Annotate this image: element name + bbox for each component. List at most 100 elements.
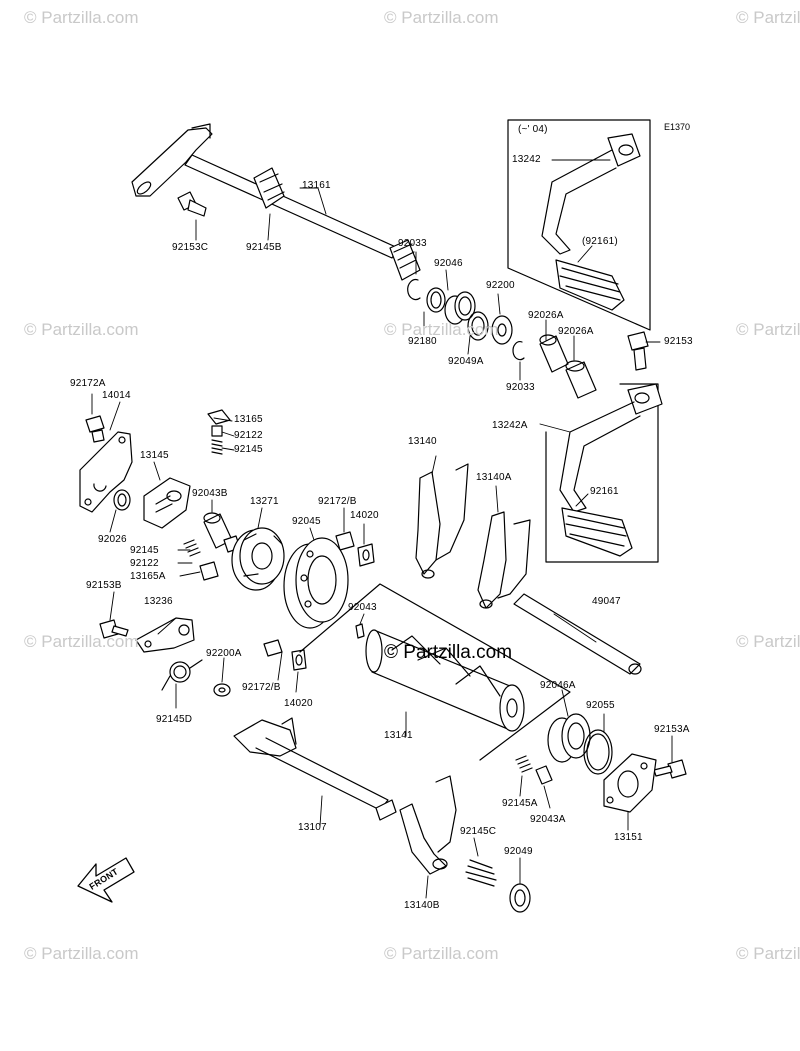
callout-13140A[interactable]: 13140A	[476, 472, 512, 483]
callout-92200A[interactable]: 92200A	[206, 648, 242, 659]
watermark-top-right: © Partzilla.com	[736, 8, 800, 27]
oil-seal-92049A	[467, 311, 489, 341]
shift-lever-13236	[135, 617, 195, 653]
callout-92055[interactable]: 92055	[586, 700, 615, 711]
callout-92145A[interactable]: 92145A	[502, 798, 538, 809]
collar-92026	[113, 489, 131, 511]
callout-92122-upper[interactable]: 92122	[234, 430, 263, 441]
bearing-92046A	[547, 713, 591, 763]
shift-fork-13140	[415, 463, 469, 579]
callout-13140B[interactable]: 13140B	[404, 900, 440, 911]
watermark-mid-center: © Partzilla.com	[384, 320, 499, 339]
callout-92046[interactable]: 92046	[434, 258, 463, 269]
shift-pedal-13242	[541, 133, 641, 311]
callout-13145[interactable]: 13145	[140, 450, 169, 461]
callout-92033-lower[interactable]: 92033	[506, 382, 535, 393]
callout-92145-lower[interactable]: 92145	[130, 545, 159, 556]
callout-92043B[interactable]: 92043B	[192, 488, 228, 499]
callout-92026A-1[interactable]: 92026A	[528, 310, 564, 321]
drum-box-13141	[299, 583, 571, 761]
bearing-92046	[444, 291, 476, 325]
watermark-bottom-right: © Partzilla.com	[736, 944, 800, 963]
washer-92200	[491, 315, 513, 345]
callout-13161[interactable]: 13161	[302, 180, 331, 191]
watermark-lower-left: © Partzilla.com	[24, 632, 139, 651]
shift-pedal-13242A	[559, 383, 663, 557]
callout-13165A[interactable]: 13165A	[130, 571, 166, 582]
fork-shaft-49047	[513, 593, 642, 675]
circlip-92033-lower	[512, 341, 525, 361]
bolt-92153B	[99, 619, 129, 639]
callout-13165[interactable]: 13165	[234, 414, 263, 425]
bolt-92172B-lower	[263, 639, 283, 657]
plate-14020-lower	[291, 649, 307, 671]
callout-13107[interactable]: 13107	[298, 822, 327, 833]
shift-drum-13141	[365, 629, 525, 732]
front-arrow-icon	[77, 857, 135, 903]
bolt-92153C	[177, 191, 207, 217]
watermark-bottom-center: © Partzilla.com	[384, 944, 499, 963]
bolt-92172B-upper	[335, 531, 355, 551]
inset-box	[507, 119, 651, 331]
callout-14014[interactable]: 14014	[102, 390, 131, 401]
callout-92153C[interactable]: 92153C	[172, 242, 209, 253]
callout-92026A-2[interactable]: 92026A	[558, 326, 594, 337]
callout-92122-lower[interactable]: 92122	[130, 558, 159, 569]
callout-92033-upper[interactable]: 92033	[398, 238, 427, 249]
circlip-92033-upper	[407, 278, 421, 301]
cover-13151	[603, 753, 657, 813]
callout-13242[interactable]: 13242	[512, 154, 541, 165]
pedal-bolt-92153	[627, 331, 649, 371]
callout-13242A[interactable]: 13242A	[492, 420, 528, 431]
shift-shaft-13161	[131, 123, 421, 281]
callout-92172A[interactable]: 92172A	[70, 378, 106, 389]
callout-13141[interactable]: 13141	[384, 730, 413, 741]
callout-92045[interactable]: 92045	[292, 516, 321, 527]
spring-92145-upper	[211, 439, 223, 455]
callout-92046A[interactable]: 92046A	[540, 680, 576, 691]
callout-92145B[interactable]: 92145B	[246, 242, 282, 253]
callout-92161[interactable]: 92161	[590, 486, 619, 497]
callout-92145C[interactable]: 92145C	[460, 826, 497, 837]
callout-92026[interactable]: 92026	[98, 534, 127, 545]
shift-drum-cam-13271	[231, 527, 285, 591]
callout-49047[interactable]: 49047	[592, 596, 621, 607]
callout-92153[interactable]: 92153	[664, 336, 693, 347]
callout-92145-upper[interactable]: 92145	[234, 444, 263, 455]
spring-92145A	[515, 755, 533, 773]
callout-14020-lower[interactable]: 14020	[284, 698, 313, 709]
spring-92145D	[161, 659, 203, 691]
callout-92043[interactable]: 92043	[348, 602, 377, 613]
collar-92026A-2	[565, 360, 597, 399]
leader-lines	[91, 159, 673, 899]
callout-92145D[interactable]: 92145D	[156, 714, 193, 725]
callout-92172B-lower[interactable]: 92172/B	[242, 682, 281, 693]
callout-92049[interactable]: 92049	[504, 846, 533, 857]
callout-13140[interactable]: 13140	[408, 436, 437, 447]
spring-92145C	[465, 859, 497, 887]
inset-note: (~' 04)	[518, 124, 548, 135]
callout-14020-upper[interactable]: 14020	[350, 510, 379, 521]
callout-92161-paren[interactable]: (92161)	[582, 236, 618, 247]
callout-92200[interactable]: 92200	[486, 280, 515, 291]
callout-92153A[interactable]: 92153A	[654, 724, 690, 735]
watermark-top-left: © Partzilla.com	[24, 8, 139, 27]
callout-92180[interactable]: 92180	[408, 336, 437, 347]
callout-13151[interactable]: 13151	[614, 832, 643, 843]
pin-13165A	[199, 561, 219, 581]
shift-shaft-13107	[233, 717, 397, 821]
watermark-mid-left: © Partzilla.com	[24, 320, 139, 339]
callout-92172B-upper[interactable]: 92172/B	[318, 496, 357, 507]
callout-92043A[interactable]: 92043A	[530, 814, 566, 825]
gear-positioning-lever-13145	[143, 477, 191, 529]
shift-fork-13140B	[399, 775, 457, 875]
plate-14014	[79, 431, 133, 513]
callout-92049A[interactable]: 92049A	[448, 356, 484, 367]
shift-fork-13140A	[477, 511, 531, 609]
collar-92026A-1	[539, 334, 569, 373]
callout-92153B[interactable]: 92153B	[86, 580, 122, 591]
callout-13271[interactable]: 13271	[250, 496, 279, 507]
callout-13236[interactable]: 13236	[144, 596, 173, 607]
watermark-top-center: © Partzilla.com	[384, 8, 499, 27]
